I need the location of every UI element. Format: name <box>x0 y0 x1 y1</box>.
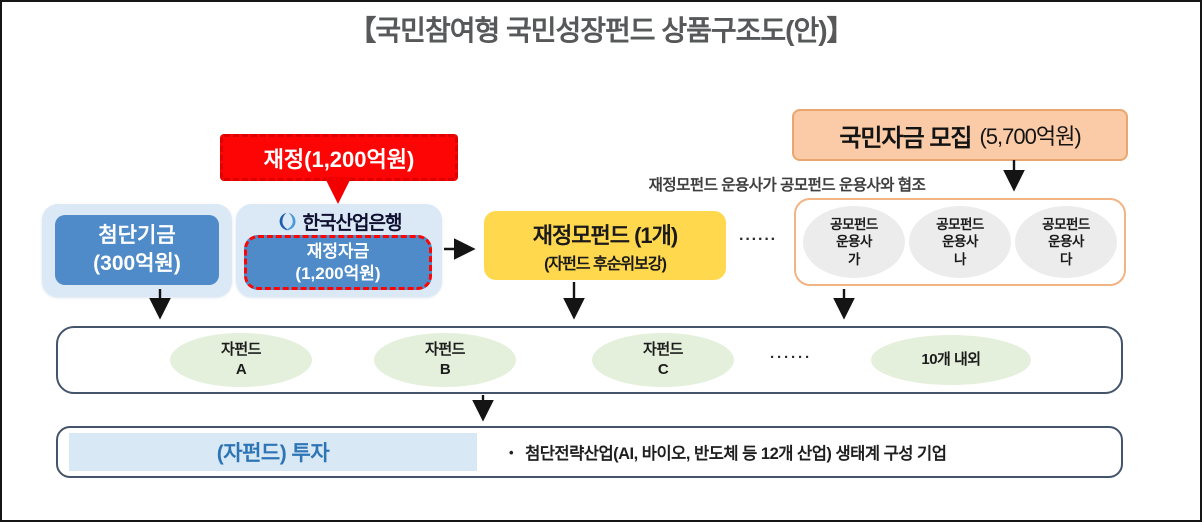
investment-label-box: (자펀드) 투자 <box>69 433 477 471</box>
subfund-letter: C <box>657 361 669 378</box>
kdb-bank-header: 한국산업은행 <box>236 208 442 235</box>
subfund-label: 자펀드 <box>643 340 683 358</box>
manager-line: 공모펀드 <box>830 216 878 232</box>
mother-fund-subnote: (자펀드 후순위보강) <box>544 255 667 273</box>
manager-line: 운용사 <box>1048 234 1084 250</box>
manager-oval-da: 공모펀드 운용사 다 <box>1015 206 1117 278</box>
manager-line: 운용사 <box>942 234 978 250</box>
subfund-count-oval: 10개 내외 <box>871 335 1031 385</box>
manager-line: 다 <box>1060 251 1072 267</box>
subfund-count-label: 10개 내외 <box>921 350 981 368</box>
advanced-fund-amount: (300억원) <box>93 252 181 275</box>
fiscal-source-label: 재정(1,200억원) <box>263 146 415 172</box>
public-funding-amount: (5,700억원) <box>979 124 1081 149</box>
subfund-letter: A <box>235 361 247 378</box>
bullet-icon: • <box>509 444 514 460</box>
manager-line: 공모펀드 <box>936 216 984 232</box>
kdb-fiscal-fund-amount: (1,200억원) <box>295 263 381 283</box>
kdb-bank-name: 한국산업은행 <box>302 213 403 234</box>
advanced-fund-box: 첨단기금 (300억원) <box>55 215 219 285</box>
investment-row-container: (자펀드) 투자 • 첨단전략산업(AI, 바이오, 반도체 등 12개 산업)… <box>56 426 1123 478</box>
subfund-letter: B <box>439 361 451 378</box>
subfund-label: 자펀드 <box>425 340 465 358</box>
kdb-fiscal-fund-name: 재정자금 <box>306 242 370 262</box>
mother-fund-box: 재정모펀드 (1개) (자펀드 후순위보강) <box>484 211 726 280</box>
public-funding-title: 국민자금 모집 <box>839 124 972 152</box>
ellipsis-subfunds: ······ <box>770 349 812 366</box>
fiscal-source-box: 재정(1,200억원) <box>220 134 458 181</box>
public-fund-managers-container: 공모펀드 운용사 가 공모펀드 운용사 나 공모펀드 운용사 다 <box>794 198 1126 286</box>
manager-line: 공모펀드 <box>1042 216 1090 232</box>
manager-oval-ga: 공모펀드 운용사 가 <box>803 206 905 278</box>
ellipsis-managers: ······ <box>739 231 777 248</box>
investment-description-wrap: • 첨단전략산업(AI, 바이오, 반도체 등 12개 산업) 생태계 구성 기… <box>509 440 947 464</box>
manager-line: 가 <box>848 251 860 267</box>
kdb-fiscal-fund-box: 재정자금 (1,200억원) <box>244 235 432 290</box>
kdb-bank-logo-icon <box>279 212 296 231</box>
advanced-fund-name: 첨단기금 <box>98 223 176 247</box>
page-title: 【국민참여형 국민성장펀드 상품구조도(안)】 <box>348 15 854 46</box>
subfund-oval-c: 자펀드 C <box>592 333 734 387</box>
manager-oval-na: 공모펀드 운용사 나 <box>909 206 1011 278</box>
subfund-oval-a: 자펀드 A <box>170 333 312 387</box>
advanced-fund-container: 첨단기금 (300억원) <box>42 204 232 297</box>
investment-label: (자펀드) 투자 <box>216 442 330 465</box>
subfund-oval-b: 자펀드 B <box>374 333 516 387</box>
manager-line: 운용사 <box>836 234 872 250</box>
kdb-bank-container: 한국산업은행 재정자금 (1,200억원) <box>236 204 442 297</box>
cooperation-note: 재정모펀드 운용사가 공모펀드 운용사와 협조 <box>648 177 926 194</box>
subfund-label: 자펀드 <box>221 340 261 358</box>
investment-description: 첨단전략산업(AI, 바이오, 반도체 등 12개 산업) 생태계 구성 기업 <box>525 445 947 463</box>
mother-fund-name: 재정모펀드 (1개) <box>532 222 678 248</box>
manager-line: 나 <box>954 251 966 267</box>
subfund-row-container: 자펀드 A 자펀드 B 자펀드 C ······ 10개 내외 <box>56 326 1123 394</box>
public-funding-box: 국민자금 모집 (5,700억원) <box>792 109 1128 161</box>
